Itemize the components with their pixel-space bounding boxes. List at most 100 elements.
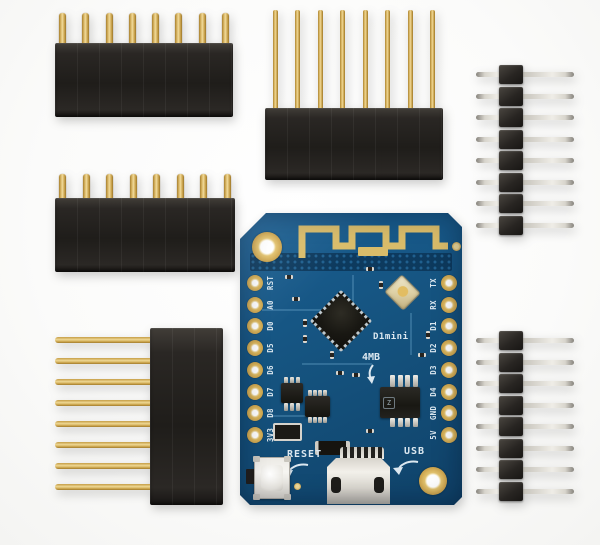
smd-passive (336, 371, 344, 375)
gold-pin (176, 174, 184, 199)
usb-anchor (374, 477, 384, 493)
button-pad (284, 456, 291, 462)
plastic-segment (499, 172, 523, 192)
regulator-legs (284, 377, 300, 384)
flash-chip-legs (390, 418, 418, 427)
male-header-row (476, 86, 574, 106)
soic-legs (308, 417, 327, 423)
chip-leg (318, 390, 322, 396)
voltage-regulator-chip (281, 383, 303, 403)
gold-pin (55, 400, 151, 406)
male-header-row (476, 129, 574, 149)
gold-pin (385, 10, 391, 109)
pin-label: D7 (265, 386, 275, 397)
plastic-segment (499, 129, 523, 149)
smd-passive (426, 331, 430, 339)
chip-leg (313, 390, 317, 396)
gold-pin (55, 442, 151, 448)
pin-hole (247, 361, 263, 378)
gold-pin (129, 174, 137, 199)
flash-chip-legs (390, 375, 418, 387)
pin-hole (441, 340, 457, 357)
pin-label: 5V (428, 430, 438, 440)
pin-hole (247, 275, 263, 291)
gold-pin (340, 10, 346, 109)
gold-pin (106, 174, 114, 199)
pin-label: D5 (265, 343, 275, 353)
gold-pin (55, 379, 151, 385)
chip-leg (290, 377, 294, 384)
chip-leg (284, 403, 288, 411)
male-header-row (476, 65, 574, 84)
gold-pin (407, 10, 413, 109)
esp8266-chip (309, 289, 373, 353)
male-header-row (476, 331, 574, 350)
gold-pin (128, 13, 136, 44)
usb-anchor (331, 477, 341, 493)
gold-pin (175, 13, 183, 44)
pin-label: RST (265, 275, 275, 291)
usb-contacts (340, 447, 384, 459)
flash-chip: Z (380, 387, 420, 418)
plastic-segment (499, 194, 523, 214)
stacking-header-pins (55, 337, 151, 490)
pin-hole (247, 296, 263, 313)
chip-leg (390, 418, 395, 427)
gold-pad (452, 242, 461, 251)
chip-leg (290, 403, 294, 411)
male-header-row (476, 194, 574, 214)
smd-passive (379, 281, 383, 289)
plastic-segment (499, 65, 523, 84)
male-header-rows (476, 65, 574, 235)
stacking-header-top-middle (265, 10, 443, 180)
gold-pin (55, 484, 151, 490)
male-header-bottom-right (476, 331, 574, 501)
crystal-oscillator (384, 274, 421, 311)
silver-pin (476, 488, 574, 494)
pcb-trace (262, 309, 350, 311)
male-header-rows (476, 331, 574, 501)
pin-hole (247, 405, 263, 422)
silver-pin (476, 445, 574, 451)
silver-pin (476, 93, 574, 99)
curved-arrow-icon (393, 460, 419, 475)
pin-hole (441, 405, 457, 422)
chip-leg (323, 417, 327, 423)
chip-leg (313, 417, 317, 423)
pin-hole (247, 383, 263, 400)
smd-passive (285, 275, 293, 279)
gold-pin (223, 174, 231, 199)
silver-pin (476, 72, 574, 77)
male-header-row (476, 352, 574, 372)
gold-pin (317, 10, 323, 109)
plastic-segment (499, 460, 523, 480)
gold-pin (55, 421, 151, 427)
gold-pin (429, 10, 435, 109)
plastic-segment (499, 215, 523, 235)
male-header-row (476, 108, 574, 128)
pin-hole (247, 340, 263, 357)
gold-pin (200, 174, 208, 199)
pin-label: D3 (428, 365, 438, 375)
smd-passive (303, 335, 307, 343)
silver-pin (476, 338, 574, 343)
smd-passive (366, 267, 374, 271)
down-arrow-icon (367, 364, 375, 384)
chip-leg (405, 375, 411, 387)
female-header-pins (55, 174, 235, 199)
gold-pin (198, 13, 206, 44)
silver-pin (476, 222, 574, 228)
gold-pin (55, 463, 151, 469)
pin-hole (441, 383, 457, 400)
gold-pin (362, 10, 368, 109)
smd-component (273, 423, 302, 441)
silkscreen-reset-label: RESET (287, 449, 323, 460)
pin-holes-right (441, 275, 457, 443)
pcb-trace (352, 275, 354, 321)
male-header-row (476, 438, 574, 458)
silver-pin (476, 136, 574, 142)
male-header-row (476, 215, 574, 235)
